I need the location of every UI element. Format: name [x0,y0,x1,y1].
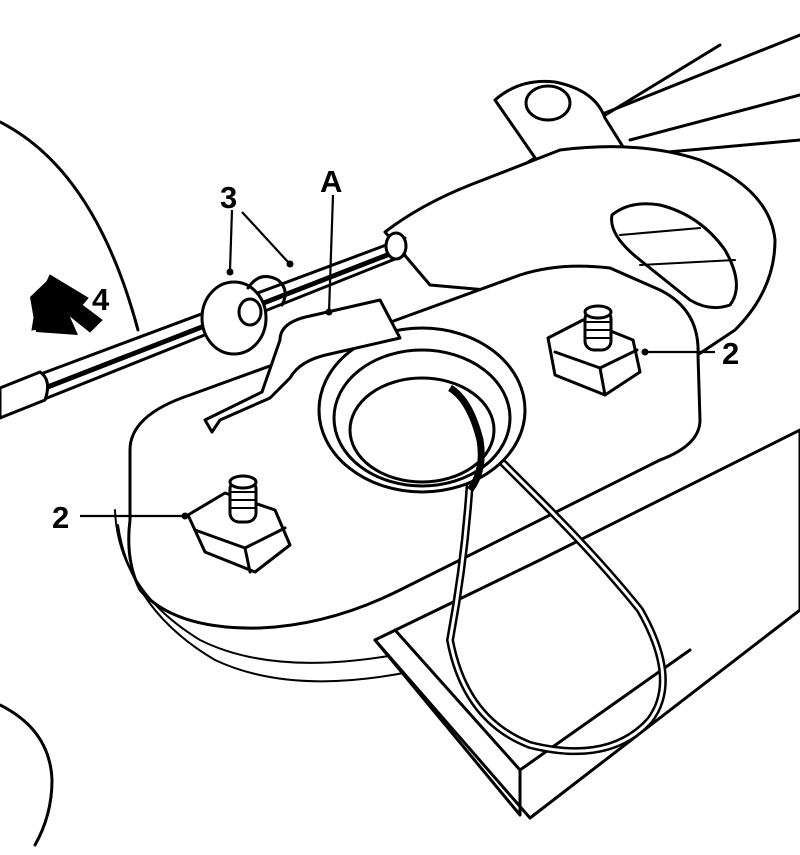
callout-3: 3 [220,180,237,215]
striker-ring-inner [332,348,512,488]
cable-end-ferrule [384,231,408,261]
leader-3-left [228,209,234,271]
leader-3-right [241,211,289,263]
body-panel-edge-2 [628,93,800,142]
striker-ring-hook [448,384,485,493]
nut-right-facet [598,366,607,397]
nut-right [546,318,642,397]
stud-left-threads [230,491,256,509]
leader-3-left-dot [226,268,234,276]
callout-a: A [320,164,342,199]
callout-2-left: 2 [52,500,69,535]
nut-left [186,491,292,574]
leader-2-left-dot [181,512,189,520]
leader-a [327,194,335,313]
lever-a [203,298,402,434]
cable-sheath-end [0,370,50,420]
leader-3-right-dot [286,260,294,268]
background-arc-lower [0,703,54,847]
nut-left-facet [243,546,252,574]
cable-yoke [246,274,287,307]
cable-end-ball [200,280,268,356]
latch-housing-front [373,628,522,817]
mounting-tab-hole [524,84,572,122]
arrow-head [30,276,78,335]
stud-left-tip [228,474,258,490]
latch-wire-loop-inner [448,399,665,753]
cable-end-ball-hole [237,297,263,327]
bracket-slot-inner [619,227,736,266]
bracket-slot [610,202,738,310]
striker-ring-hole [348,376,496,484]
striker-ring-outer [317,326,527,494]
latch-housing [373,428,800,820]
leader-a-dot [325,308,333,316]
body-panel-edge-1 [598,33,800,117]
plate-lower-edge-2 [117,454,800,683]
stud-right-threads [585,321,611,339]
leader-2-right-dot [641,348,649,356]
background-arc-left [0,120,140,332]
callout-2-right: 2 [722,336,739,371]
callout-4: 4 [92,282,110,317]
stud-right-tip [583,304,613,320]
